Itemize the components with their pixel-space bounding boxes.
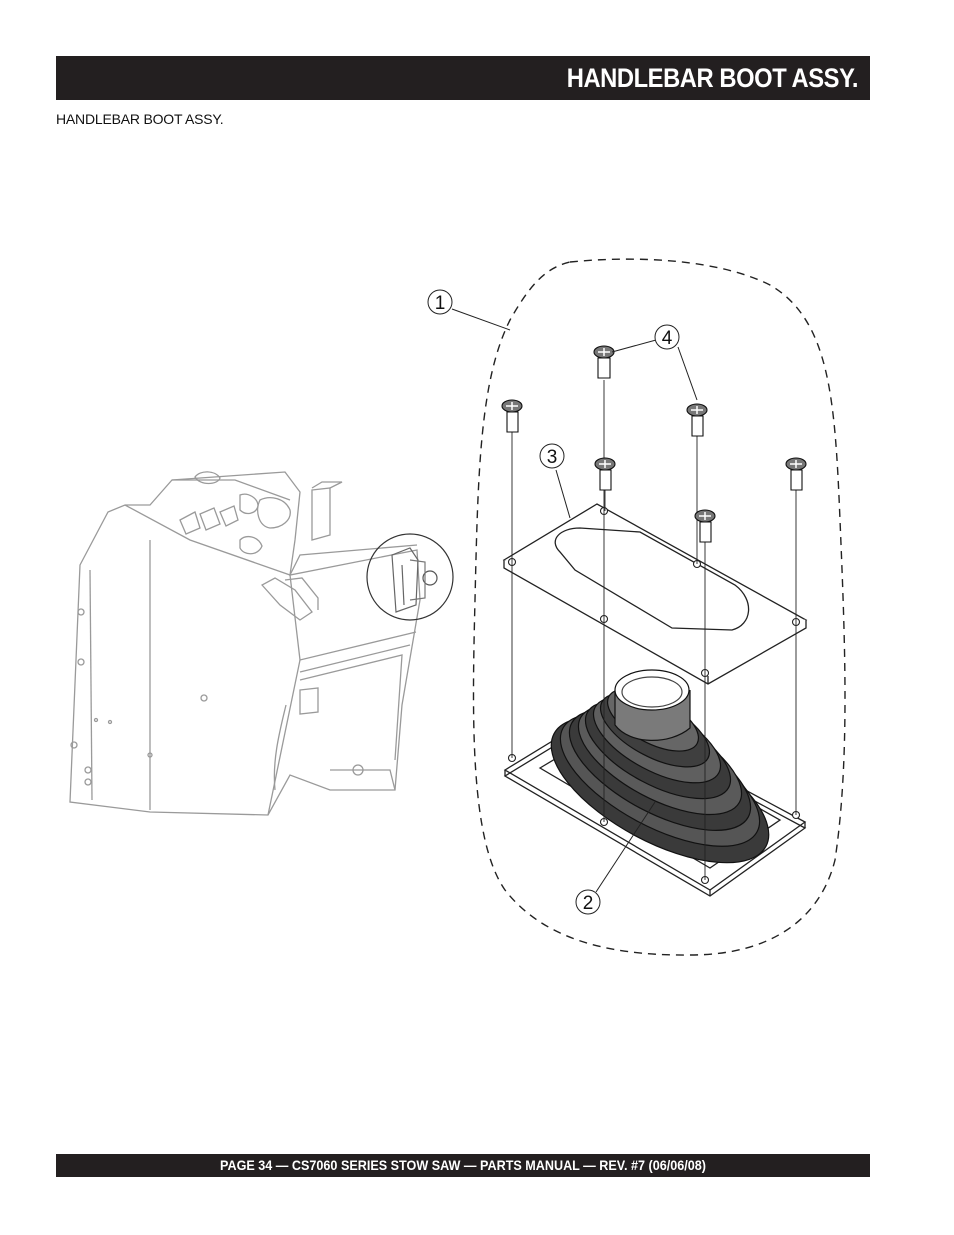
footer-text: PAGE 34 — CS7060 SERIES STOW SAW — PARTS…: [220, 1157, 706, 1173]
callout-label: 3: [547, 447, 558, 468]
machine-frame-drawing: [69, 471, 421, 816]
page-title: HANDLEBAR BOOT ASSY.: [566, 63, 859, 93]
callout-4: 4: [654, 324, 680, 350]
callout-2: 2: [575, 889, 601, 915]
screw-icon: [593, 345, 615, 379]
screw-icon: [594, 457, 616, 491]
detail-magnifier: [366, 533, 454, 621]
footer-bar: PAGE 34 — CS7060 SERIES STOW SAW — PARTS…: [56, 1154, 870, 1177]
screw-icon: [785, 457, 807, 491]
section-subtitle: HANDLEBAR BOOT ASSY.: [56, 111, 224, 127]
callout-3: 3: [539, 443, 565, 469]
assembly-boundary-dashed: [472, 258, 846, 956]
screws: [501, 345, 807, 543]
callout-1: 1: [427, 289, 453, 315]
rubber-boot-bellows: [550, 669, 770, 864]
alignment-lines: [511, 380, 797, 880]
callout-leaders: [451, 308, 698, 893]
screw-icon: [694, 509, 716, 543]
callout-label: 4: [662, 328, 673, 349]
callout-label: 1: [435, 293, 446, 314]
screw-icon: [501, 399, 523, 433]
screw-icon: [686, 403, 708, 437]
callout-label: 2: [583, 893, 594, 914]
retaining-plate: [502, 503, 808, 685]
header-bar: HANDLEBAR BOOT ASSY.: [56, 56, 870, 100]
